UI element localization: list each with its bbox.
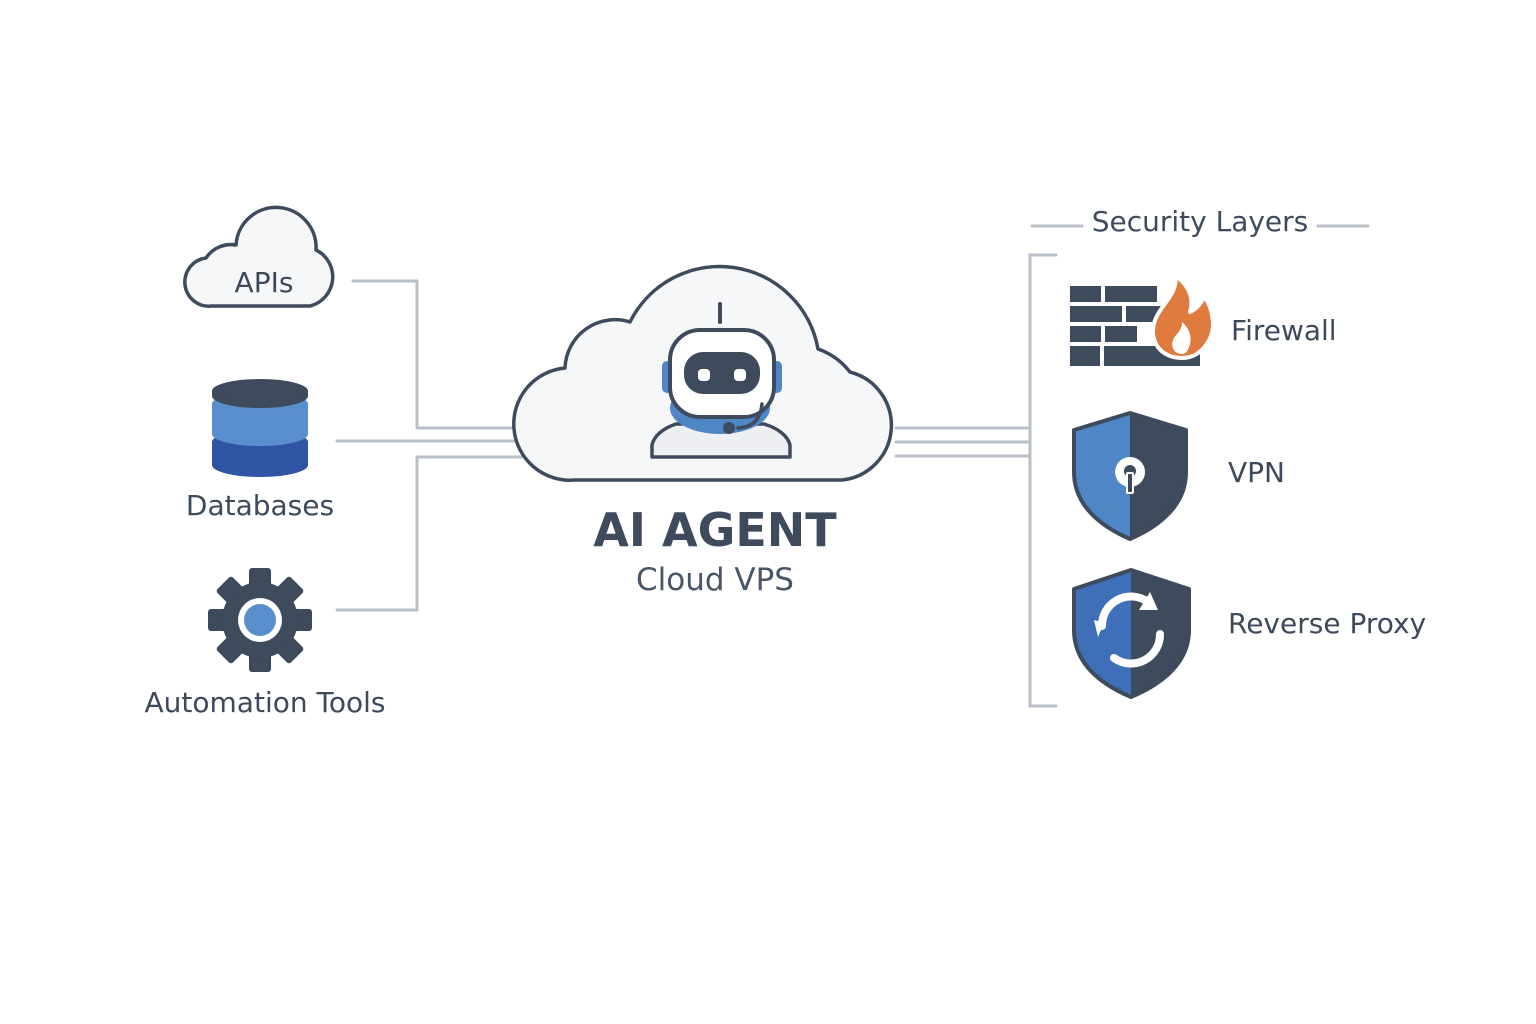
cloud-icon [183,205,335,308]
node-label-apis: APIs [234,266,294,299]
connector-automation [335,455,527,612]
agent-subtitle: Cloud VPS [636,562,794,598]
shield-lock-icon [1072,411,1188,541]
gear-icon [208,568,312,672]
connector-apis [351,279,527,430]
security-label-vpn: VPN [1228,456,1285,489]
security-label-reverse-proxy: Reverse Proxy [1228,607,1427,640]
shield-sync-icon [1072,568,1191,699]
security-heading: Security Layers [1091,205,1309,238]
security-label-firewall: Firewall [1231,314,1337,347]
node-label-automation-tools: Automation Tools [144,686,386,719]
node-label-databases: Databases [185,489,335,522]
security-bracket [1028,224,1370,708]
connector-lines [335,279,1032,612]
database-icon [212,379,308,477]
agent-title: AI AGENT [593,503,837,557]
firewall-icon [1070,274,1215,366]
robot-icon [650,302,792,459]
